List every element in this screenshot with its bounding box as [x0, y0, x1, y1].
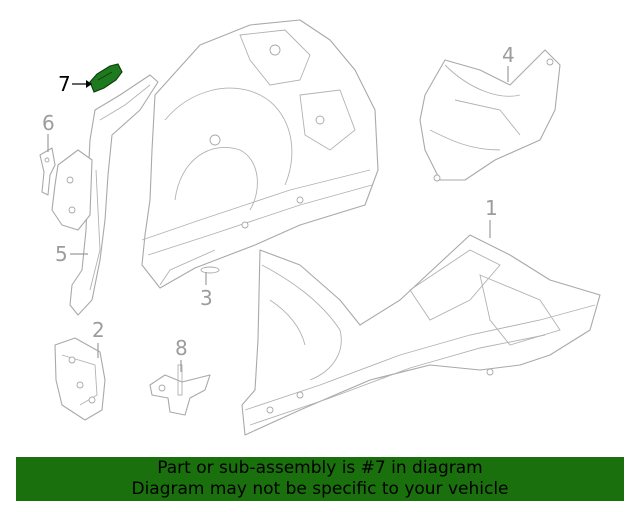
banner-line-1: Part or sub-assembly is #7 in diagram	[157, 458, 483, 478]
callout-8: 8	[175, 336, 188, 360]
leader-7-arrowhead	[86, 80, 92, 88]
callout-4: 4	[502, 43, 515, 67]
callout-2: 2	[92, 318, 105, 342]
part-3-apron-panel	[141, 19, 379, 289]
banner-line-2: Diagram may not be specific to your vehi…	[131, 479, 509, 499]
part-4-wheelhouse	[419, 49, 561, 182]
callout-1: 1	[485, 196, 498, 220]
part-6-bracket	[39, 147, 56, 196]
part-8-mount	[149, 364, 211, 416]
part-5-reinforcement	[51, 74, 159, 316]
info-banner: Part or sub-assembly is #7 in diagram Di…	[16, 457, 624, 501]
part-7-bracket-highlight	[89, 63, 123, 93]
part-2-plate	[54, 337, 106, 421]
parts-diagram: 1 2 3 4 5 6 7 8	[39, 19, 601, 436]
callout-5: 5	[55, 242, 68, 266]
callout-7: 7	[58, 72, 71, 96]
part-1-floor-rail	[241, 234, 601, 436]
callout-3: 3	[200, 286, 213, 310]
callout-6: 6	[42, 111, 55, 135]
